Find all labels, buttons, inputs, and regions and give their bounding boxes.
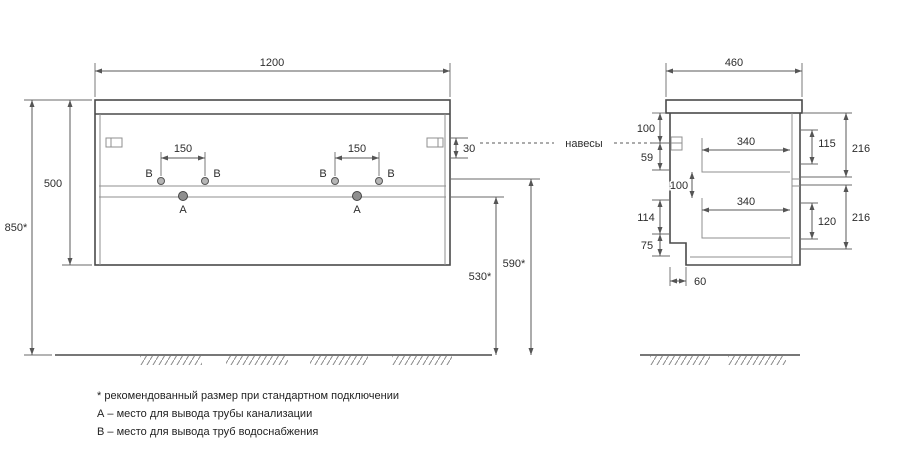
note-asterisk: * рекомендованный размер при стандартном… (97, 390, 399, 402)
hanger-to-drawer-dim: 59 (641, 152, 653, 164)
hanger-side-icon (670, 136, 683, 151)
front-top-inner-dim: 115 (818, 138, 836, 150)
note-supply: B – место для вывода труб водоснабжения (97, 426, 318, 438)
label-a1: А (179, 204, 187, 216)
cabinet-side-outline (669, 113, 801, 266)
drawer-depth-top-dim: 340 (737, 136, 755, 148)
drawer-depth-bottom-dim: 340 (737, 196, 755, 208)
water-supply-point-2 (201, 177, 209, 185)
hangers-callout: навесы (480, 137, 668, 152)
countertop-side-outline (665, 99, 803, 114)
drain-point-2 (352, 191, 362, 201)
note-drain: А – место для вывода трубы канализации (97, 408, 312, 420)
label-b3: B (319, 168, 326, 180)
front-view: 1200 500 850* 150 150 B B B B А А (3, 56, 540, 356)
hangers-callout-label: навесы (565, 138, 603, 150)
b-spacing-left-dim: 150 (174, 143, 192, 155)
floor-right (640, 354, 800, 365)
front-bottom-dim: 216 (852, 212, 870, 224)
drawer-gap-dim: 100 (670, 180, 688, 192)
front-width-dim: 1200 (260, 57, 284, 69)
b-spacing-right-dim: 150 (348, 143, 366, 155)
supply-height-dim: 590* (503, 258, 526, 270)
back-recess-dim: 60 (694, 276, 706, 288)
mount-height-dim: 850* (5, 222, 28, 234)
drain-height-dim: 530* (469, 271, 492, 283)
label-a2: А (353, 204, 361, 216)
water-supply-point-4 (375, 177, 383, 185)
drain-point-1 (178, 191, 188, 201)
water-supply-point-1 (157, 177, 165, 185)
label-b1: B (145, 168, 152, 180)
footnotes: * рекомендованный размер при стандартном… (97, 390, 399, 438)
floor-left (55, 354, 492, 365)
water-supply-point-3 (331, 177, 339, 185)
front-top-dim: 216 (852, 143, 870, 155)
side-view: 460 100 59 100 114 75 340 340 115 (635, 56, 871, 290)
label-b4: B (387, 168, 394, 180)
bottom-clearance-dim: 75 (641, 240, 653, 252)
lower-section-dim: 114 (637, 212, 655, 224)
hanger-left-icon (105, 137, 123, 148)
hanger-right-icon (426, 137, 444, 148)
front-bottom-inner-dim: 120 (818, 216, 836, 228)
depth-dim: 460 (725, 57, 743, 69)
front-height-dim: 500 (44, 178, 62, 190)
hanger-offset-dim: 30 (463, 143, 475, 155)
label-b2: B (213, 168, 220, 180)
top-to-hanger-dim: 100 (637, 123, 655, 135)
cabinet-front-outline (94, 99, 451, 266)
